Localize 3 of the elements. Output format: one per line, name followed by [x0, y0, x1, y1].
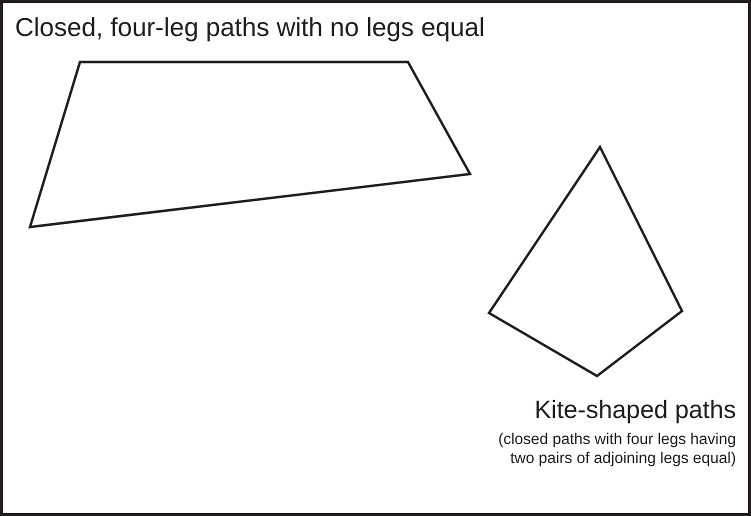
- shape-caption: Kite-shaped paths: [534, 396, 736, 425]
- heading: Closed, four-leg paths with no legs equal: [15, 12, 485, 43]
- caption-note: (closed paths with four legs having two pairs of adjoining legs equal): [497, 430, 736, 468]
